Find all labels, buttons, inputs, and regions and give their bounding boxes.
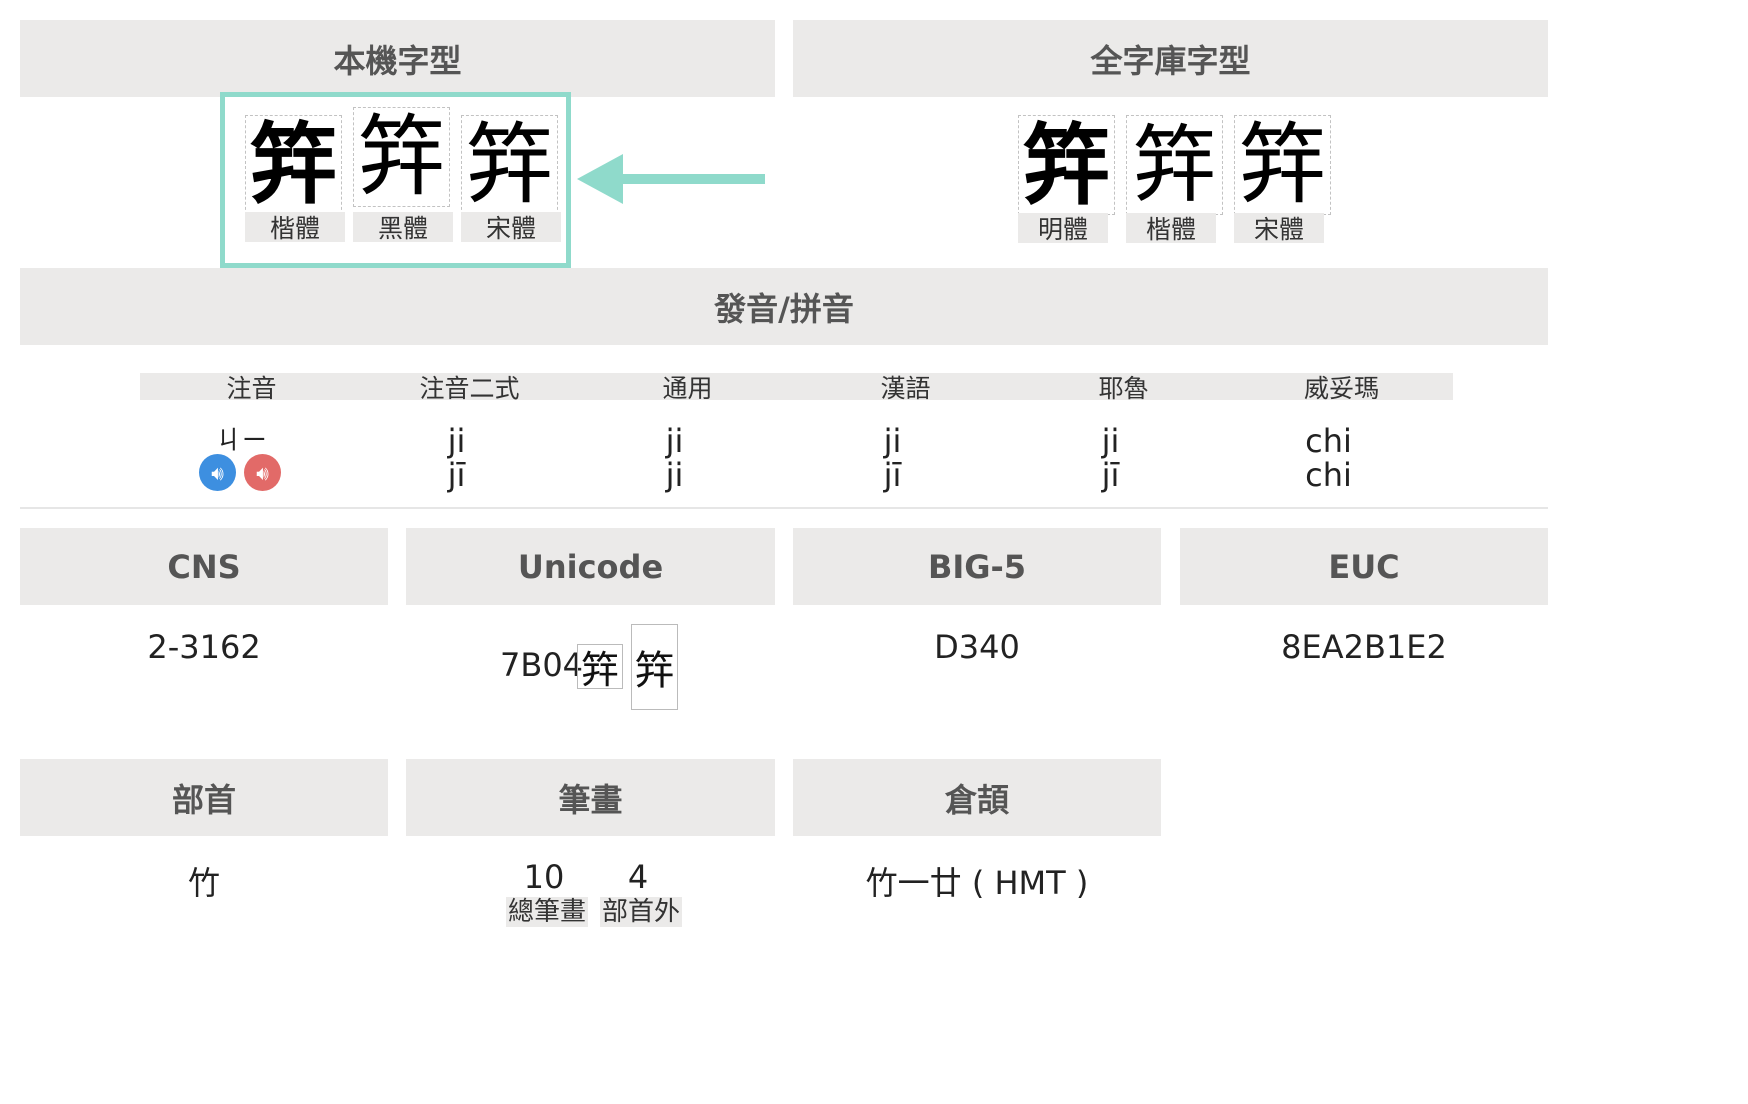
- outside-radical-strokes-value: 4: [627, 858, 649, 896]
- glyph-tile-kai[interactable]: 筓: [245, 115, 342, 215]
- style-label-kai-full: 楷體: [1126, 213, 1216, 244]
- cangjie-header: 倉頡: [793, 759, 1161, 836]
- glyph-char: 筓: [1022, 115, 1111, 215]
- big5-header: BIG-5: [793, 528, 1161, 605]
- speaker-blue-icon[interactable]: 🔊︎: [199, 454, 236, 491]
- pinyin-header-hanyu: 漢語: [794, 373, 1017, 403]
- zhuyin2-value: ji jī: [345, 424, 568, 492]
- value-line-1: chi: [1305, 422, 1352, 460]
- cns-header: CNS: [20, 528, 388, 605]
- glyph-char: 筓: [465, 115, 554, 215]
- value-line-2: jī: [1101, 456, 1120, 494]
- radical-value[interactable]: 竹: [187, 864, 220, 902]
- glyph-char: 筓: [1238, 115, 1327, 215]
- pinyin-header-wade-giles: 威妥瑪: [1230, 373, 1453, 403]
- total-strokes-label: 總筆畫: [506, 897, 589, 927]
- glyph-tile-kai-full[interactable]: 筓: [1126, 115, 1223, 215]
- glyph-char: 筓: [580, 648, 619, 692]
- local-fonts-highlight-box: [220, 92, 571, 268]
- value-line-1: ji: [665, 422, 684, 460]
- glyph-char: 筓: [1132, 116, 1217, 214]
- pinyin-header-zhuyin2: 注音二式: [358, 373, 581, 403]
- local-fonts-header: 本機字型: [20, 20, 775, 97]
- glyph-tile-song-full[interactable]: 筓: [1234, 115, 1331, 215]
- euc-header: EUC: [1180, 528, 1548, 605]
- unicode-header: Unicode: [406, 528, 775, 605]
- glyph-char: 筓: [357, 107, 446, 207]
- style-label-ming: 明體: [1018, 213, 1108, 244]
- glyph-tile-song[interactable]: 筓: [461, 115, 558, 215]
- style-label-hei: 黑體: [353, 212, 453, 243]
- big5-value: D340: [934, 628, 1020, 666]
- value-line-2: jī: [883, 456, 902, 494]
- value-line-2: jī: [447, 456, 466, 494]
- pronunciation-header: 發音/拼音: [20, 268, 1548, 345]
- value-line-2: chi: [1305, 456, 1352, 494]
- style-label-song-full: 宋體: [1234, 213, 1324, 244]
- glyph-tile-hei[interactable]: 筓: [353, 107, 450, 207]
- cns-value: 2-3162: [147, 628, 261, 666]
- full-fonts-header: 全字庫字型: [793, 20, 1548, 97]
- cangjie-value: 竹一廿 ( HMT ): [865, 864, 1089, 902]
- total-strokes-value: 10: [523, 858, 565, 896]
- hanyu-value: ji jī: [781, 424, 1004, 492]
- strokes-header: 筆畫: [406, 759, 775, 836]
- style-label-song: 宋體: [461, 212, 561, 243]
- value-line-1: ji: [1101, 422, 1120, 460]
- zhuyin-value: ㄐㄧ: [215, 426, 268, 456]
- pinyin-header-tongyong: 通用: [576, 373, 799, 403]
- unicode-value: 7B04: [500, 646, 584, 684]
- glyph-tile-ming[interactable]: 筓: [1018, 115, 1115, 215]
- style-label-kai: 楷體: [245, 212, 345, 243]
- unicode-glyph-small[interactable]: 筓: [577, 644, 623, 692]
- value-line-1: ji: [447, 422, 466, 460]
- tongyong-value: ji ji: [563, 424, 786, 492]
- glyph-char: 筓: [249, 115, 338, 215]
- outside-radical-strokes-label: 部首外: [600, 897, 683, 927]
- value-line-2: ji: [665, 456, 684, 494]
- wade-giles-value: chi chi: [1217, 424, 1440, 492]
- unicode-glyph-large[interactable]: 筓: [631, 624, 678, 710]
- radical-header: 部首: [20, 759, 388, 836]
- glyph-char: 筓: [634, 648, 675, 694]
- pinyin-header-zhuyin: 注音: [140, 373, 363, 403]
- arrow-left-icon: [577, 154, 765, 204]
- value-line-1: ji: [883, 422, 902, 460]
- euc-value: 8EA2B1E2: [1281, 628, 1447, 666]
- pinyin-header-yale: 耶魯: [1012, 373, 1235, 403]
- yale-value: ji jī: [999, 424, 1222, 492]
- speaker-red-icon[interactable]: 🔊︎: [244, 454, 281, 491]
- section-divider: [20, 507, 1548, 509]
